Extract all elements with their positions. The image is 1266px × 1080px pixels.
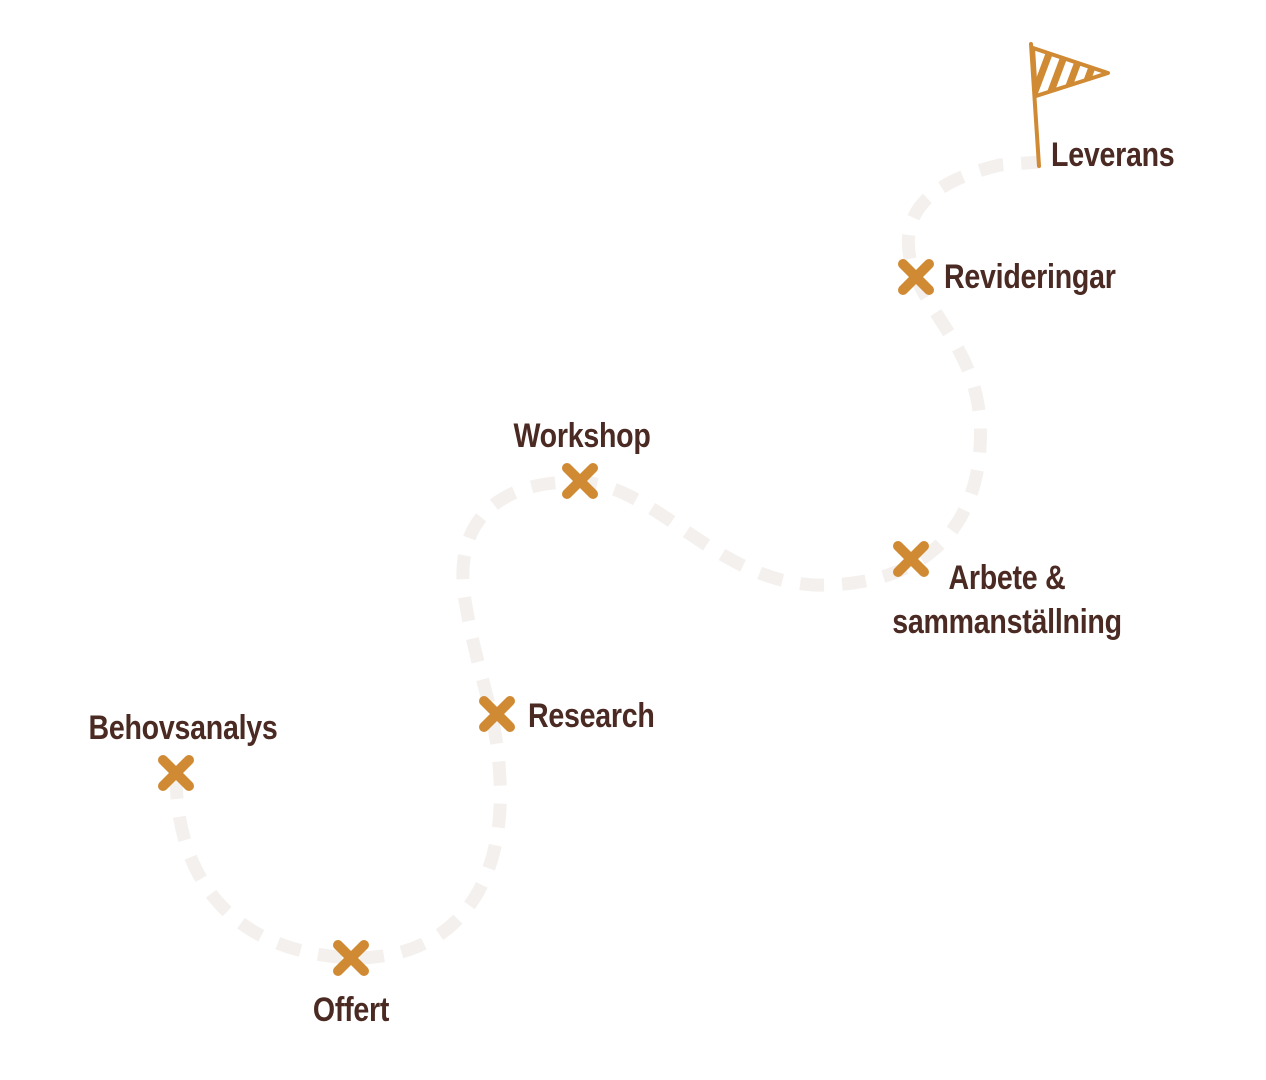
x-marker-icon [898, 259, 934, 295]
step-label-arbete-sammanstallning: Arbete & sammanställning [881, 556, 1133, 644]
step-label-line: sammanställning [892, 603, 1122, 641]
step-label-workshop: Workshop [513, 417, 651, 455]
step-label-research: Research [528, 697, 655, 735]
x-marker-icon [158, 755, 194, 791]
step-label-offert: Offert [312, 991, 390, 1029]
step-label-behovsanalys: Behovsanalys [88, 709, 278, 747]
x-marker-icon [333, 940, 369, 976]
step-label-line: Arbete & [948, 559, 1066, 597]
x-marker-icon [562, 463, 598, 499]
step-label-revideringar: Revideringar [944, 258, 1116, 296]
x-marker-icon [893, 541, 929, 577]
striped-flag-icon [1029, 42, 1110, 168]
step-label-leverans: Leverans [1051, 136, 1175, 174]
x-marker-icon [479, 696, 515, 732]
